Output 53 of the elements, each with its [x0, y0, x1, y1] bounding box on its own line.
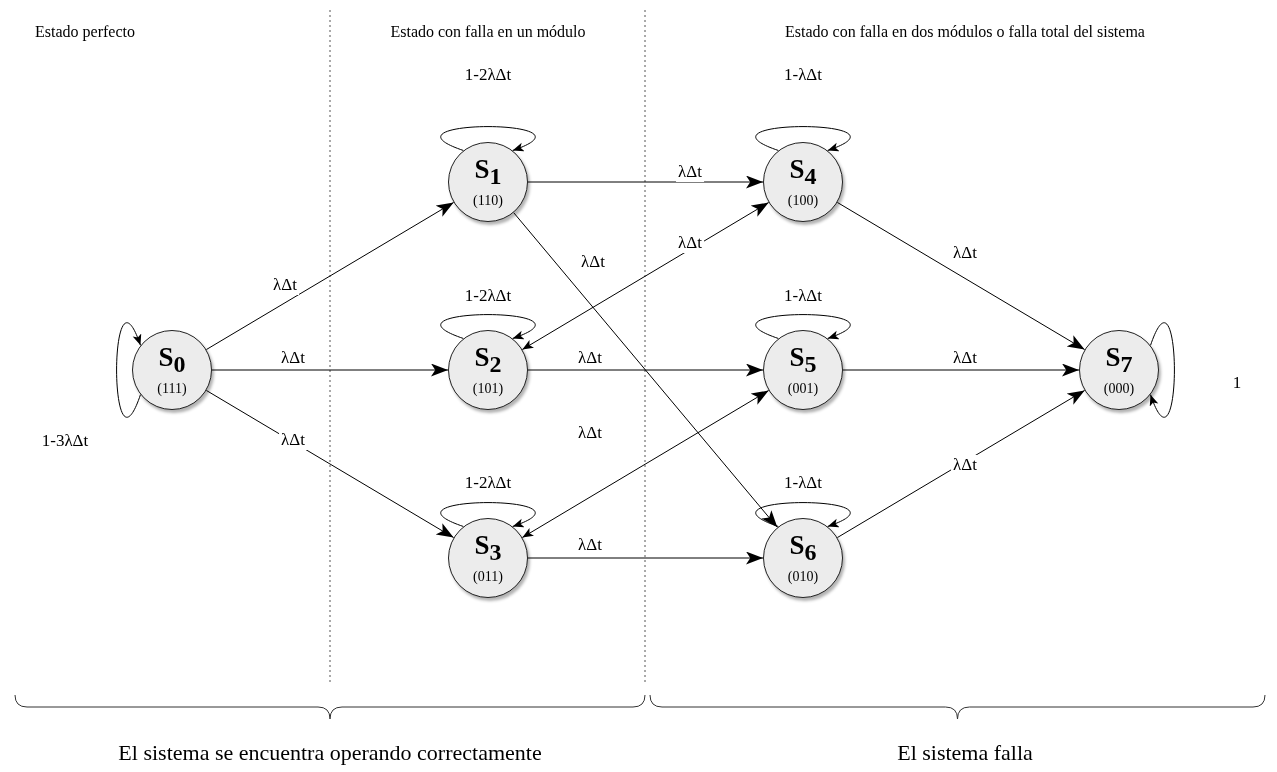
arrow [836, 201, 1086, 351]
transition-probability: λΔt [279, 430, 307, 450]
state-circle [448, 142, 528, 222]
arrow [527, 363, 764, 377]
self-loop-arrow [440, 126, 536, 151]
state-circle [448, 330, 528, 410]
state-name: S$_{7}$ [1105, 343, 1133, 377]
state-name: S$_{4}$ [789, 155, 817, 189]
state-name: S$_{0}$ [158, 343, 186, 377]
column-heading: Estado perfecto [35, 22, 135, 42]
arrow [513, 212, 778, 528]
arrow [211, 363, 449, 377]
transition-probability: λΔt [676, 233, 704, 253]
state-circle [132, 330, 212, 410]
arrow [521, 390, 770, 538]
arrow [836, 389, 1086, 539]
arrow [205, 389, 455, 539]
self-loop-arrow [440, 314, 536, 339]
state-code: (001) [787, 380, 819, 397]
state-code: (000) [1103, 380, 1135, 397]
state-circle [763, 330, 843, 410]
state-code: (111) [157, 380, 187, 397]
arrow [527, 551, 764, 565]
state-circle [448, 518, 528, 598]
brace-caption: El sistema falla [897, 740, 1033, 766]
self-loop-arrow [755, 314, 851, 339]
state-name: S$_{2}$ [474, 343, 502, 377]
self-loop-arrow [755, 126, 851, 151]
state-code: (110) [473, 192, 503, 209]
state-code: (101) [472, 380, 504, 397]
self-loop-arrow [1150, 322, 1175, 418]
column-heading: Estado con falla en un módulo [390, 22, 586, 42]
arrow [521, 202, 770, 350]
transition-probability: λΔt [676, 162, 704, 182]
column-heading: Estado con falla en dos módulos o falla total del sistema [785, 22, 1145, 42]
state-name: S$_{5}$ [789, 343, 817, 377]
state-name: S$_{6}$ [789, 531, 817, 565]
state-name: S$_{1}$ [474, 155, 502, 189]
self-loop-arrow [440, 502, 536, 527]
state-code: (010) [787, 568, 819, 585]
self-loop-arrow [116, 322, 141, 418]
state-code: (011) [473, 568, 503, 585]
arrow [205, 201, 455, 351]
state-circle [1079, 330, 1159, 410]
state-name: S$_{3}$ [474, 531, 502, 565]
arrow [527, 175, 764, 189]
arrow [842, 363, 1080, 377]
brace-caption: El sistema se encuentra operando correctamente [118, 740, 542, 766]
state-code: (100) [787, 192, 819, 209]
state-circle [763, 518, 843, 598]
transition-probability: λΔt [271, 275, 299, 295]
self-loop-arrow [755, 502, 851, 527]
state-circle [763, 142, 843, 222]
